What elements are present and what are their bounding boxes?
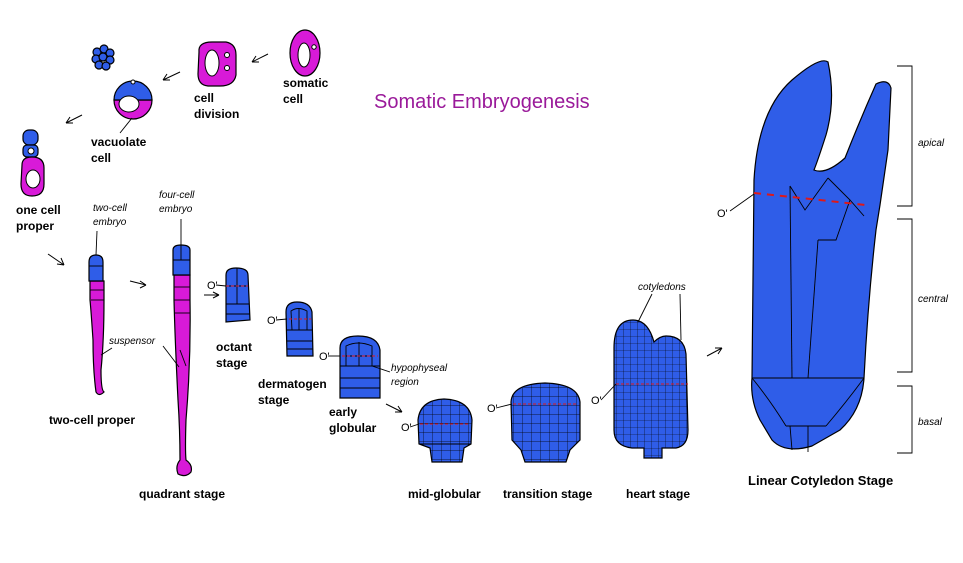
o-prime-octant: O' (207, 280, 218, 292)
arrow-division-to-vacuolate (162, 71, 181, 81)
central-label: central (918, 294, 949, 305)
basal-bracket (897, 385, 913, 454)
octant-stage-label: octant stage (216, 340, 255, 370)
linear-cotyledon-stage-label: Linear Cotyledon Stage (748, 473, 893, 488)
two-cell-embryo-leader (95, 230, 98, 256)
quadrant-stage-label: quadrant stage (139, 487, 225, 501)
diagram-title: Somatic Embryogenesis (374, 91, 590, 113)
apical-label: apical (918, 138, 945, 149)
o-prime-linear: O' (717, 208, 728, 220)
four-cell-embryo-label: four-cell embryo (159, 190, 197, 215)
arrow-vacuolate-to-onecell (65, 114, 83, 124)
cotyledons-leader-1 (637, 293, 653, 323)
one-cell-proper-label: one cell proper (16, 203, 64, 233)
hypophyseal-region-label: hypophyseal region (391, 363, 450, 388)
transition-stage-label: transition stage (503, 487, 593, 501)
o-prime-mid-globular-leader (409, 423, 420, 428)
arrow-heart-to-linear (706, 347, 723, 357)
linear-cotyledon-embryo (751, 60, 892, 452)
o-prime-transition-leader (495, 403, 513, 409)
o-prime-mid-globular: O' (401, 422, 412, 434)
o-prime-linear-leader (729, 193, 755, 212)
o-prime-dermatogen: O' (267, 315, 278, 327)
transition-stage-embryo (510, 382, 581, 463)
arrow-early-to-mid-globular (385, 403, 403, 413)
two-cell-embryo-label: two-cell embryo (93, 203, 130, 228)
basal-label: basal (918, 417, 943, 428)
heart-stage-label: heart stage (626, 487, 690, 501)
dermatogen-stage-label: dermatogen stage (258, 377, 330, 407)
arrow-twocell-to-quadrant (129, 280, 147, 289)
arrow-onecell-to-twocell (47, 253, 65, 266)
mid-globular-label: mid-globular (408, 487, 481, 501)
two-cell-proper-label: two-cell proper (49, 413, 135, 427)
suspensor-leader-2 (162, 345, 180, 368)
quadrant-stage-embryo (172, 244, 193, 477)
o-prime-transition: O' (487, 403, 498, 415)
central-bracket (897, 218, 913, 373)
octant-stage-embryo (225, 267, 251, 323)
suspensor-label: suspensor (109, 336, 156, 347)
vacuolate-cell (113, 79, 153, 120)
o-prime-early-globular: O' (319, 351, 330, 363)
small-cell-cluster (91, 44, 115, 71)
vacuolate-leader (119, 117, 133, 134)
two-cell-proper-embryo (88, 254, 105, 396)
hypophyseal-leader (371, 365, 391, 373)
o-prime-heart-leader (600, 383, 617, 401)
arrow-quadrant-to-octant (204, 291, 220, 299)
one-cell-proper (20, 129, 45, 197)
somatic-cell-label: somatic cell (283, 76, 332, 106)
vacuolate-cell-label: vacuolate cell (91, 135, 150, 165)
apical-bracket (897, 65, 913, 207)
mid-globular-embryo (417, 398, 473, 463)
heart-stage-embryo (613, 319, 689, 459)
dividing-cell (197, 41, 237, 87)
cotyledons-leader-2 (679, 293, 682, 341)
suspensor-leader (100, 347, 113, 356)
o-prime-octant-leader (215, 284, 227, 287)
o-prime-dermatogen-leader (275, 318, 288, 321)
early-globular-label: early globular (329, 405, 377, 435)
cell-division-label: cell division (194, 91, 239, 121)
o-prime-heart: O' (591, 395, 602, 407)
somatic-cell (289, 29, 321, 77)
dermatogen-stage-embryo (285, 301, 314, 357)
arrow-somatic-to-division (251, 53, 269, 63)
cotyledons-label: cotyledons (638, 282, 686, 293)
